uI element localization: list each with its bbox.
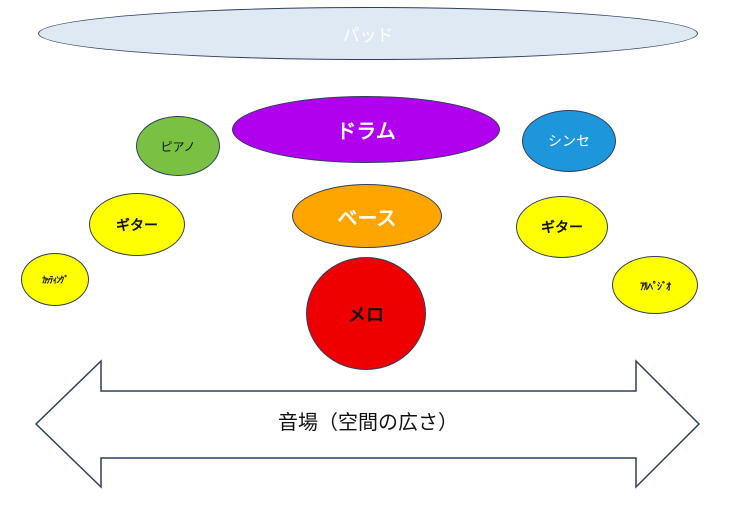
guitar-left-node: ギター bbox=[89, 193, 185, 256]
drum-label: ドラム bbox=[336, 119, 396, 143]
piano-node: ピアノ bbox=[136, 116, 220, 176]
drum-node: ドラム bbox=[232, 96, 500, 163]
double-arrow-shape bbox=[34, 359, 701, 489]
arpeggio-node: ｱﾙﾍﾟｼﾞｵ bbox=[612, 256, 698, 314]
pad-label: パッド bbox=[342, 26, 394, 46]
synth-node: シンセ bbox=[522, 110, 616, 172]
bass-node: ベース bbox=[292, 184, 442, 248]
guitar-right-node: ギター bbox=[516, 196, 608, 258]
synth-label: シンセ bbox=[548, 134, 590, 150]
guitar-left-label: ギター bbox=[116, 217, 158, 234]
arrow-label: 音場（空間の広さ） bbox=[278, 409, 458, 434]
guitar-right-label: ギター bbox=[541, 220, 583, 236]
arpeggio-label: ｱﾙﾍﾟｼﾞｵ bbox=[640, 281, 671, 293]
cutting-label: ｶｯﾃｨﾝｸﾞ bbox=[42, 276, 68, 286]
pad-node: パッド bbox=[38, 7, 698, 60]
bass-label: ベース bbox=[337, 205, 397, 230]
melo-label: メロ bbox=[348, 304, 384, 326]
piano-label: ピアノ bbox=[160, 139, 196, 154]
cutting-node: ｶｯﾃｨﾝｸﾞ bbox=[21, 253, 89, 306]
melo-node: メロ bbox=[306, 257, 426, 370]
